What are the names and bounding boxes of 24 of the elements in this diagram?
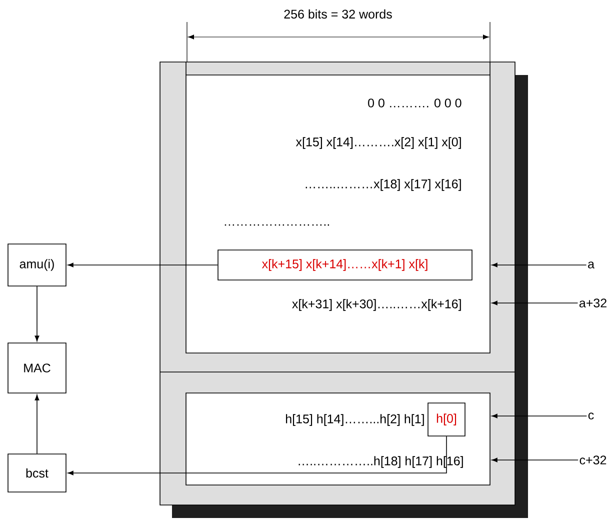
arrow [492,300,578,306]
memory-row: ……..………x[18] x[17] x[16] [306,179,461,191]
block-box: amu(i) [8,244,66,286]
highlighted-row: x[k+15] x[k+14]……x[k+1] x[k] [218,250,472,280]
arrow [492,262,587,268]
arrow [68,262,218,268]
memory-row: 0 0 ………. 0 0 0 [368,98,462,108]
arrow [492,458,578,462]
address-label: c [588,412,594,420]
memory-row: …………………….. [224,224,330,226]
block-box: MAC [8,342,66,394]
address-label: c+32 [580,456,606,464]
memory-row: h[15] h[14]……...h[2] h[1] [286,414,424,426]
block-box: bcst [8,454,66,492]
memory-row: x[k+31] x[k+30]…..……x[k+16] [292,299,461,311]
arrow [34,394,40,454]
dimension-label: 256 bits = 32 words [284,9,392,19]
arrow [34,286,40,342]
arrow [492,414,588,418]
highlighted-cell: h[0] [428,402,466,436]
memory-row: x[15] x[14]……….x[2] x[1] x[0] [296,137,461,149]
address-label: a [588,262,594,268]
arrow [68,436,447,476]
address-label: a+32 [579,298,606,308]
